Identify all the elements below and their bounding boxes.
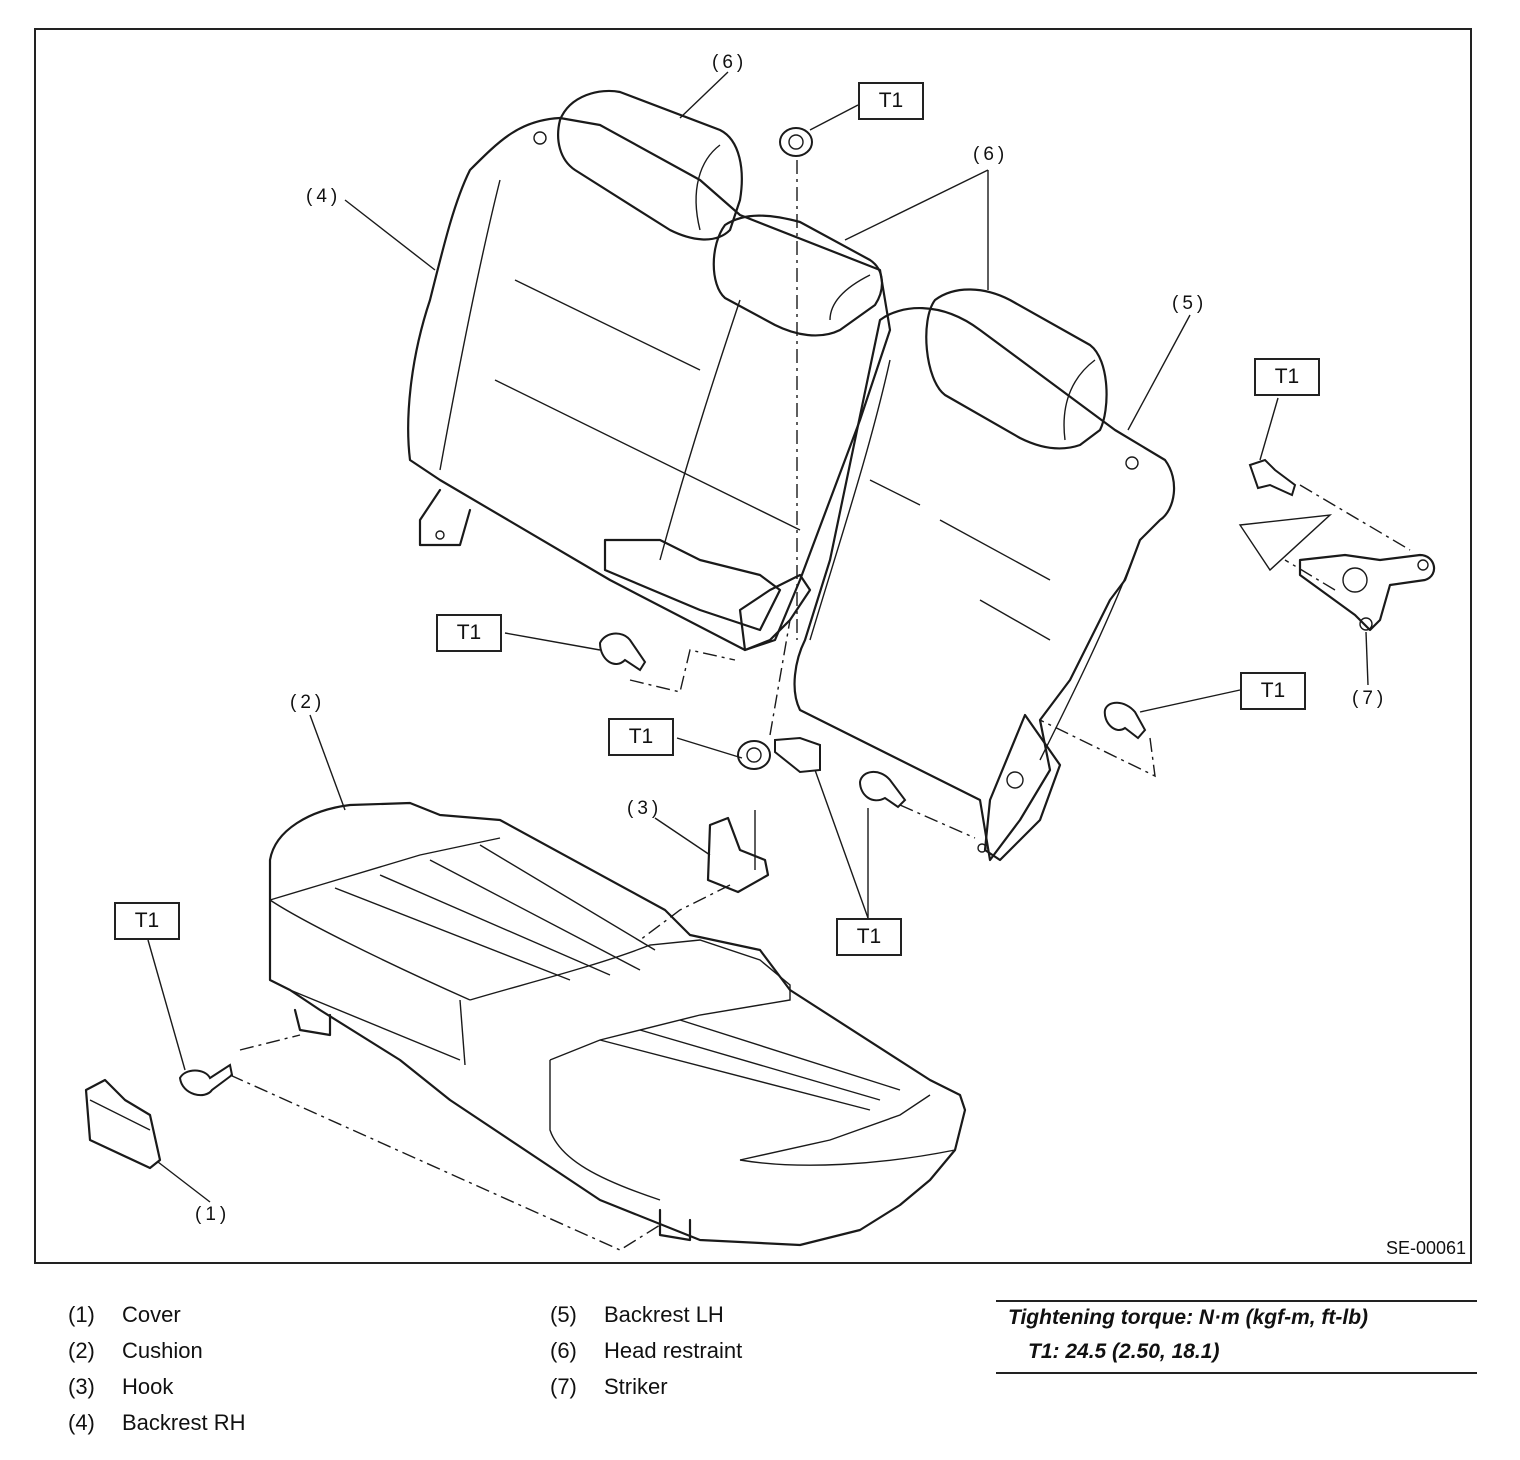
torque-bottom-rule (996, 1372, 1477, 1374)
leader-lines (147, 71, 1369, 1203)
legend-column-2: (5) Backrest LH (6) Head restraint (7) Stri… (550, 1302, 742, 1410)
legend-label: Cover (122, 1302, 181, 1327)
legend-column-1: (1) Cover (2) Cushion (3) Hook (4) Backrest … (68, 1302, 245, 1446)
hook-part (706, 810, 770, 894)
legend-item: (3) Hook (68, 1374, 245, 1410)
head-restraint-rh (533, 89, 743, 241)
callout-4: (4) (306, 186, 342, 207)
cover-part (84, 1078, 162, 1170)
torque-tag: T1 (836, 918, 902, 956)
legend-num: (1) (68, 1302, 95, 1327)
torque-spec: Tightening torque: N·m (kgf-m, ft-lb) T1… (996, 1300, 1477, 1374)
torque-tag: T1 (1254, 358, 1320, 396)
cushion (268, 801, 967, 1247)
head-restraint-center (712, 214, 883, 337)
torque-tag: T1 (608, 718, 674, 756)
legend-label: Cushion (122, 1338, 203, 1363)
legend-label: Backrest LH (604, 1302, 724, 1327)
callout-3: (3) (627, 798, 663, 819)
torque-tag: T1 (858, 82, 924, 120)
diagram-code: SE-00061 (1385, 1238, 1466, 1258)
callout-5: (5) (1172, 293, 1208, 314)
torque-top-rule (996, 1300, 1477, 1302)
callout-7: (7) (1352, 688, 1388, 709)
torque-heading: Tightening torque: N·m (kgf-m, ft-lb) (1008, 1306, 1369, 1329)
legend-item: (2) Cushion (68, 1338, 245, 1374)
legend-num: (6) (550, 1338, 577, 1363)
legend-item: (7) Striker (550, 1374, 742, 1410)
legend-num: (5) (550, 1302, 577, 1327)
legend-num: (7) (550, 1374, 577, 1399)
torque-tag: T1 (1240, 672, 1306, 710)
exploded-seat-diagram (84, 71, 1436, 1251)
torque-value: T1: 24.5 (2.50, 18.1) (1028, 1340, 1220, 1363)
torque-tag: T1 (436, 614, 502, 652)
striker-part (1238, 514, 1436, 632)
legend-num: (4) (68, 1410, 95, 1435)
legend-label: Hook (122, 1374, 174, 1399)
legend-label: Head restraint (604, 1338, 743, 1363)
legend-item: (4) Backrest RH (68, 1410, 245, 1446)
alignment-lines (229, 160, 1411, 1251)
callout-6-right: (6) (973, 144, 1009, 165)
legend-num: (2) (68, 1338, 95, 1363)
legend-item: (6) Head restraint (550, 1338, 742, 1374)
callout-6-top: (6) (712, 52, 748, 73)
legend-label: Striker (604, 1374, 668, 1399)
legend-item: (1) Cover (68, 1302, 245, 1338)
fasteners (178, 127, 1297, 1097)
head-restraint-lh (925, 288, 1108, 450)
backrest-rh (407, 116, 892, 652)
legend-num: (3) (68, 1374, 95, 1399)
callout-2: (2) (290, 692, 326, 713)
torque-tag: T1 (114, 902, 180, 940)
callout-1: (1) (195, 1204, 231, 1225)
backrest-lh (793, 306, 1176, 862)
legend-item: (5) Backrest LH (550, 1302, 742, 1338)
diagram-frame (34, 28, 1472, 1264)
legend-label: Backrest RH (122, 1410, 246, 1435)
